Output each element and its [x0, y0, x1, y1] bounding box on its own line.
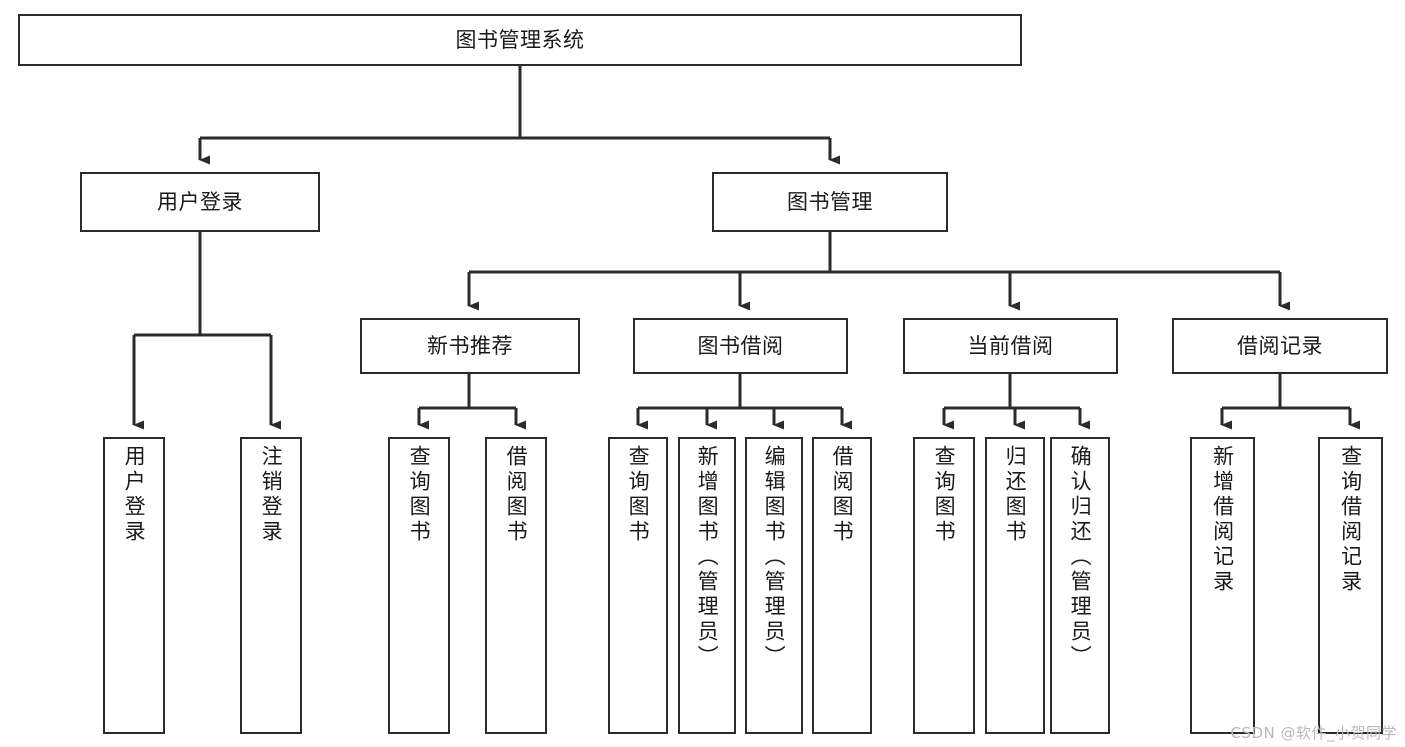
leaf-add-book-admin[interactable]: 新增图书（管理员）: [678, 437, 736, 734]
node-book-borrowing[interactable]: 图书借阅: [633, 318, 848, 374]
leaf-logout[interactable]: 注销登录: [240, 437, 302, 734]
leaf-add-borrow-record[interactable]: 新增借阅记录: [1190, 437, 1255, 734]
leaf-query-book-2-label: 查询图书: [626, 445, 651, 545]
node-borrowing-record[interactable]: 借阅记录: [1172, 318, 1388, 374]
csdn-watermark: CSDN @软件_小贺同学: [1230, 724, 1397, 742]
leaf-confirm-return-admin[interactable]: 确认归还（管理员）: [1050, 437, 1110, 734]
leaf-query-book-3-label: 查询图书: [932, 445, 957, 545]
node-root-label: 图书管理系统: [455, 27, 585, 52]
leaf-add-book-admin-label: 新增图书（管理员）: [695, 445, 720, 670]
leaf-query-book-3[interactable]: 查询图书: [913, 437, 975, 734]
leaf-query-book-1[interactable]: 查询图书: [388, 437, 450, 734]
leaf-add-borrow-record-label: 新增借阅记录: [1210, 445, 1235, 595]
node-current-borrowing[interactable]: 当前借阅: [903, 318, 1118, 374]
node-current-borrowing-label: 当前借阅: [967, 333, 1054, 358]
leaf-query-book-1-label: 查询图书: [407, 445, 432, 545]
node-book-management-label: 图书管理: [787, 189, 873, 214]
node-user-login-label: 用户登录: [157, 189, 243, 214]
node-new-book-recommendation[interactable]: 新书推荐: [360, 318, 580, 374]
leaf-edit-book-admin[interactable]: 编辑图书（管理员）: [745, 437, 803, 734]
leaf-borrow-book-2-label: 借阅图书: [830, 445, 855, 545]
leaf-query-book-2[interactable]: 查询图书: [608, 437, 668, 734]
leaf-user-login-label: 用户登录: [122, 445, 147, 545]
leaf-edit-book-admin-label: 编辑图书（管理员）: [762, 445, 787, 670]
leaf-borrow-book-2[interactable]: 借阅图书: [812, 437, 872, 734]
leaf-borrow-book-1-label: 借阅图书: [504, 445, 529, 545]
leaf-user-login[interactable]: 用户登录: [103, 437, 165, 734]
node-new-book-recommendation-label: 新书推荐: [427, 333, 513, 358]
node-root[interactable]: 图书管理系统: [18, 14, 1022, 66]
leaf-query-borrow-record[interactable]: 查询借阅记录: [1318, 437, 1383, 734]
leaf-return-book-label: 归还图书: [1003, 445, 1028, 545]
node-borrowing-record-label: 借阅记录: [1237, 333, 1323, 358]
node-book-borrowing-label: 图书借阅: [697, 333, 784, 358]
node-book-management[interactable]: 图书管理: [712, 172, 948, 232]
leaf-logout-label: 注销登录: [259, 445, 284, 545]
leaf-borrow-book-1[interactable]: 借阅图书: [485, 437, 547, 734]
node-user-login[interactable]: 用户登录: [80, 172, 320, 232]
leaf-confirm-return-admin-label: 确认归还（管理员）: [1068, 445, 1093, 670]
leaf-return-book[interactable]: 归还图书: [985, 437, 1045, 734]
leaf-query-borrow-record-label: 查询借阅记录: [1338, 445, 1363, 595]
